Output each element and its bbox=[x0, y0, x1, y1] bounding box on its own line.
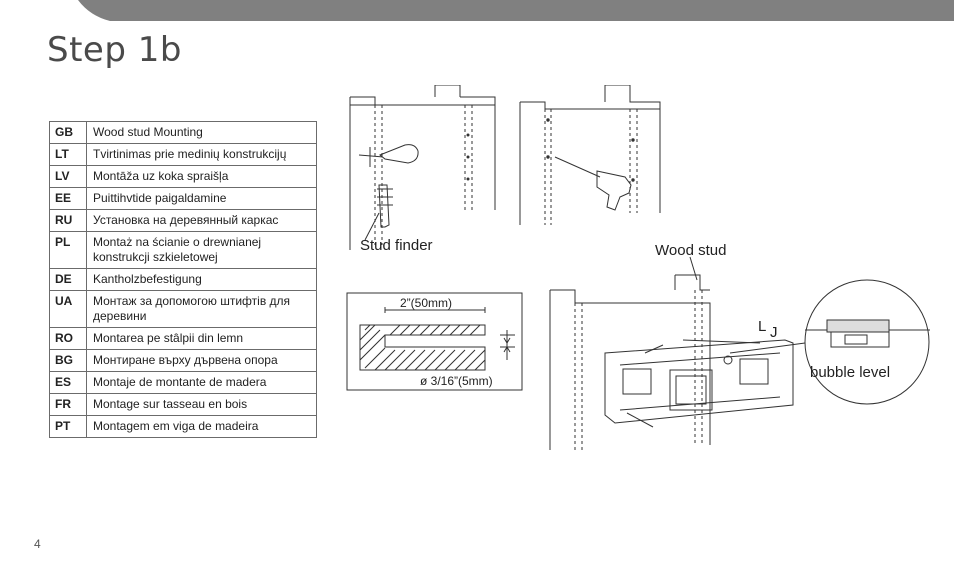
language-text: Montāža uz koka spraišļa bbox=[86, 165, 317, 188]
stud-finder-label: Stud finder bbox=[360, 237, 433, 254]
bracket-mounting-panel bbox=[549, 274, 794, 450]
language-code: LV bbox=[49, 165, 87, 188]
diameter-label: ø 3/16”(5mm) bbox=[420, 374, 493, 388]
language-code: BG bbox=[49, 349, 87, 372]
language-text: Montaje de montante de madera bbox=[86, 371, 317, 394]
language-text: Montaż na ścianie o drewnianej konstrukc… bbox=[86, 231, 317, 269]
language-text: Montagem em viga de madeira bbox=[86, 415, 317, 438]
page-title: Step 1b bbox=[47, 30, 182, 70]
depth-label: 2”(50mm) bbox=[400, 296, 452, 310]
wood-stud-mounting-illustration: Stud finder 2”(50mm) ø 3/16”(5mm) bbox=[346, 85, 930, 450]
language-code: PT bbox=[49, 415, 87, 438]
drill-depth-panel bbox=[346, 292, 523, 391]
language-text: Kantholzbefestigung bbox=[86, 268, 317, 291]
language-code: LT bbox=[49, 143, 87, 166]
part-label-l: L bbox=[758, 318, 766, 335]
language-code: ES bbox=[49, 371, 87, 394]
language-text: Montage sur tasseau en bois bbox=[86, 393, 317, 416]
language-code: FR bbox=[49, 393, 87, 416]
language-code: PL bbox=[49, 231, 87, 269]
language-text: Монтиране върху дървена опора bbox=[86, 349, 317, 372]
language-text: Puittihvtide paigaldamine bbox=[86, 187, 317, 210]
language-text: Montarea pe stâlpii din lemn bbox=[86, 327, 317, 350]
stud-finder-panel bbox=[349, 85, 496, 250]
language-code: EE bbox=[49, 187, 87, 210]
wood-stud-label: Wood stud bbox=[655, 242, 726, 259]
language-code: GB bbox=[49, 121, 87, 144]
bubble-level-callout bbox=[729, 279, 930, 405]
language-text: Tvirtinimas prie medinių konstrukcijų bbox=[86, 143, 317, 166]
language-text: Wood stud Mounting bbox=[86, 121, 317, 144]
language-text: Установка на деревянный каркас bbox=[86, 209, 317, 232]
part-label-j: J bbox=[770, 324, 778, 341]
language-code: DE bbox=[49, 268, 87, 291]
language-code: UA bbox=[49, 290, 87, 328]
language-code: RU bbox=[49, 209, 87, 232]
language-text: Монтаж за допомогою штифтів для деревини bbox=[86, 290, 317, 328]
language-code: RO bbox=[49, 327, 87, 350]
page-number: 4 bbox=[34, 537, 41, 551]
drilling-panel bbox=[519, 85, 661, 225]
bubble-level-label: bubble level bbox=[810, 364, 890, 381]
header-bar bbox=[78, 0, 954, 21]
